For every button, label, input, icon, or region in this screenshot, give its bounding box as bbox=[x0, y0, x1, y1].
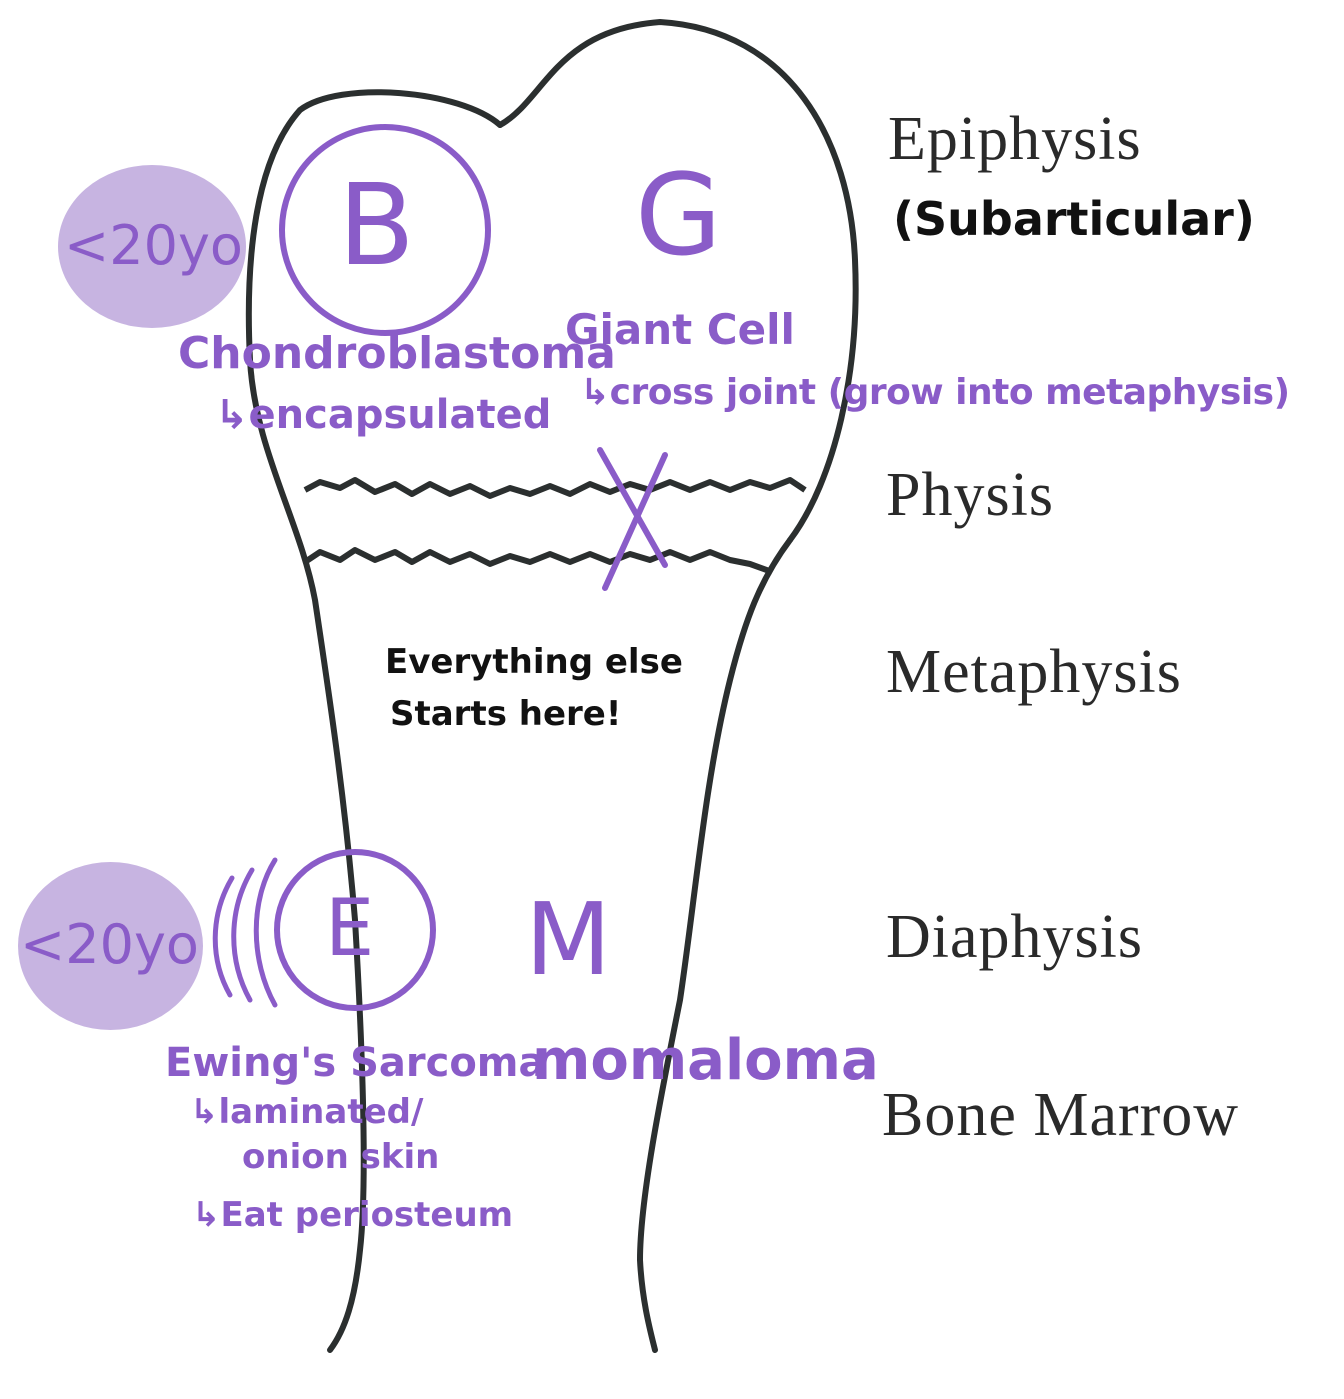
x-mark-stroke-2 bbox=[602, 452, 668, 591]
giant-cell-label: Giant Cell bbox=[565, 305, 795, 354]
bone-marrow-label: Bone Marrow bbox=[882, 1081, 1240, 1149]
physis-label: Physis bbox=[886, 461, 1054, 529]
x-mark-stroke-1 bbox=[597, 447, 668, 568]
metaphysis-label: Metaphysis bbox=[886, 638, 1182, 706]
physis-line-upper bbox=[303, 477, 807, 499]
onion-skin-arc-2 bbox=[231, 867, 255, 1003]
giant-cell-note: ↳cross joint (grow into metaphysis) bbox=[580, 372, 1290, 413]
diaphysis-label: Diaphysis bbox=[886, 903, 1143, 971]
g-letter: G bbox=[635, 151, 722, 281]
b-circle bbox=[279, 124, 491, 336]
ewing-note-1: ↳laminated/ bbox=[190, 1092, 424, 1132]
onion-skin-arc-1 bbox=[253, 857, 278, 1008]
epiphysis-label: Epiphysis bbox=[888, 105, 1142, 173]
metaphysis-note-line-1: Everything else bbox=[385, 642, 683, 682]
age-blob-bottom bbox=[18, 862, 203, 1030]
onion-skin-arc-3 bbox=[212, 875, 235, 998]
physis-line-lower bbox=[303, 547, 774, 575]
bone-outline-right bbox=[636, 537, 793, 1353]
bone-outline-left bbox=[245, 89, 503, 1353]
ewing-note-2: onion skin bbox=[242, 1137, 440, 1177]
e-circle bbox=[274, 849, 436, 1011]
m-letter: M bbox=[525, 881, 612, 998]
ewing-note-3: ↳Eat periosteum bbox=[192, 1195, 514, 1235]
bone-outline-top bbox=[497, 18, 859, 543]
subarticular-label: (Subarticular) bbox=[893, 192, 1255, 246]
chondroblastoma-note: ↳encapsulated bbox=[215, 392, 552, 438]
age-label-top: <20yo bbox=[64, 214, 243, 277]
chondroblastoma-label: Chondroblastoma bbox=[178, 328, 616, 379]
e-letter: E bbox=[325, 884, 375, 974]
myeloma-label: momaloma bbox=[532, 1028, 879, 1093]
age-blob-top bbox=[58, 165, 246, 328]
age-label-bottom: <20yo bbox=[20, 913, 199, 976]
metaphysis-note-line-2: Starts here! bbox=[390, 694, 622, 734]
b-letter: B bbox=[338, 161, 415, 291]
ewing-label: Ewing's Sarcoma bbox=[165, 1040, 546, 1086]
